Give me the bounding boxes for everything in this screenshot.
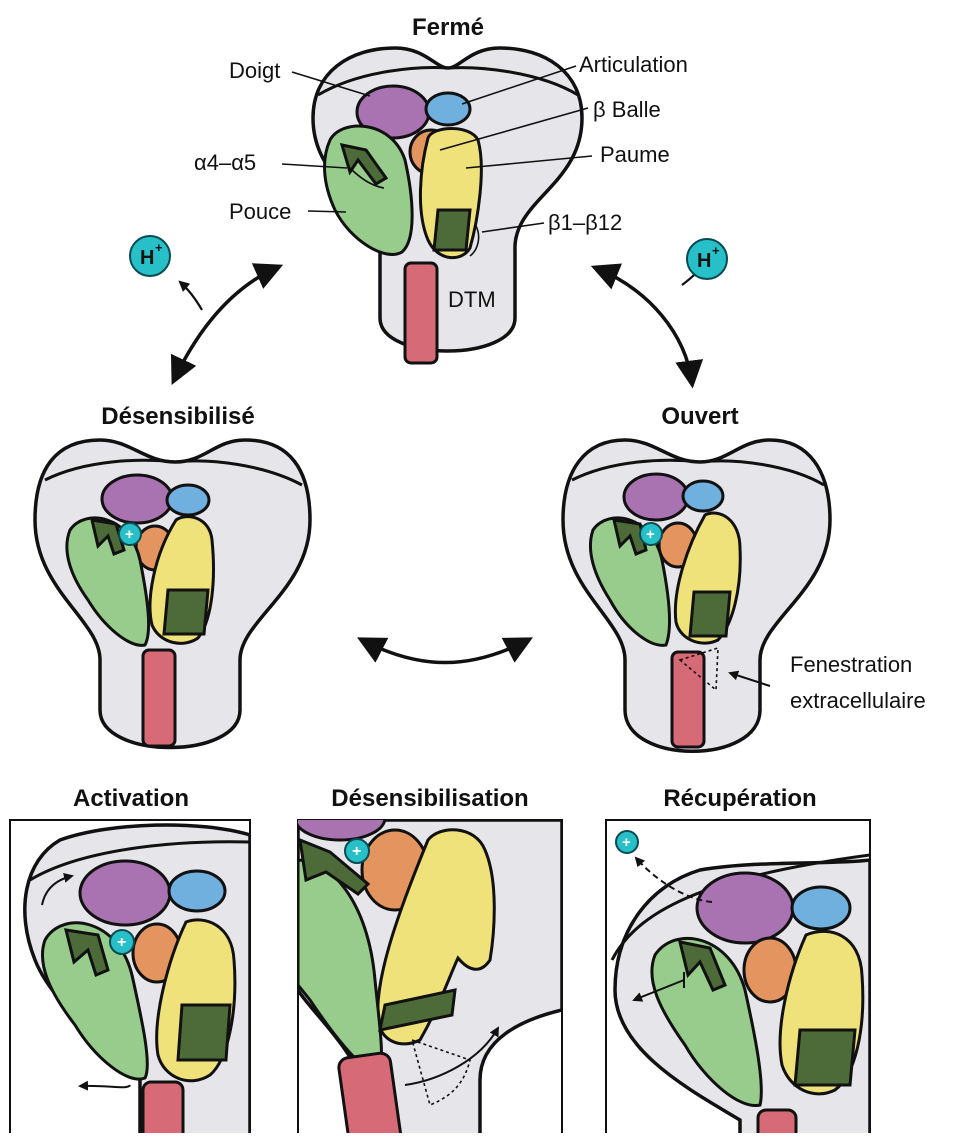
recovery-finger-domain [697, 873, 793, 943]
activation-tm-domain [143, 1082, 183, 1133]
proton-left: H + [130, 236, 170, 276]
desensitized-knuckle-domain [167, 485, 209, 515]
closed-thumb-domain [325, 126, 413, 254]
closed-desensitized-arrow [174, 267, 278, 380]
tm-label: DTM [448, 287, 496, 312]
open-beta-sheet [690, 592, 730, 636]
recovery-knuckle-domain [792, 887, 850, 929]
closed-knuckle-domain [426, 93, 470, 125]
proton-right: H + [687, 239, 727, 279]
desensitization-proton-plus: + [352, 843, 361, 860]
open-proton-plus: + [646, 526, 655, 543]
palm-label: Paume [600, 142, 670, 167]
activation-panel: Activation + [10, 785, 250, 1133]
desensitized-tm-domain [143, 650, 175, 746]
closed-beta-sheet [434, 210, 470, 250]
thumb-label: Pouce [229, 199, 291, 224]
recovery-panel: Récupération + [606, 785, 870, 1133]
proton-charge-left: + [155, 240, 163, 255]
closed-state: Fermé DTM [313, 14, 582, 363]
activation-knuckle-domain [169, 871, 225, 911]
desensitized-proton-plus: + [125, 526, 134, 543]
fenestration-label: Fenestration extracellulaire [790, 652, 926, 713]
proton-symbol-right: H [697, 250, 711, 272]
closed-open-arrow [596, 268, 692, 383]
proton-release-arrow [180, 282, 202, 310]
open-tm-domain [672, 652, 704, 747]
recovery-proton-plus: + [622, 834, 631, 851]
desensitized-beta-sheet [164, 590, 208, 634]
proton-charge-right: + [712, 243, 720, 258]
open-knuckle-domain [683, 481, 723, 511]
open-finger-domain [624, 474, 688, 520]
activation-finger-domain [80, 861, 170, 925]
activation-beta-sheet [178, 1005, 230, 1060]
fenestration-label-line-1: Fenestration [790, 652, 912, 677]
open-desensitized-arrow [362, 640, 528, 663]
desensitized-finger-domain [102, 475, 172, 523]
desensitization-panel-title: Désensibilisation [331, 785, 528, 812]
closed-tm-domain [405, 263, 437, 363]
desensitized-state-title: Désensibilisé [101, 403, 254, 430]
closed-state-title: Fermé [412, 14, 484, 41]
desensitized-state: Désensibilisé + [35, 403, 310, 748]
recovery-tm-domain [758, 1110, 796, 1133]
thumb-leader [308, 211, 346, 212]
activation-proton-plus: + [117, 934, 126, 951]
fenestration-label-line-2: extracellulaire [790, 688, 926, 713]
recovery-beta-sheet [795, 1030, 855, 1085]
finger-label: Doigt [229, 58, 280, 83]
recovery-panel-title: Récupération [663, 785, 816, 812]
open-state-title: Ouvert [661, 403, 738, 430]
activation-panel-title: Activation [73, 785, 189, 812]
strands-label: β1–β12 [548, 210, 622, 235]
ball-label: β Balle [593, 97, 661, 122]
knuckle-label: Articulation [579, 52, 688, 77]
proton-symbol-left: H [140, 247, 154, 269]
helices-label: α4–α5 [194, 150, 256, 175]
desensitization-panel: Désensibilisation + [295, 785, 562, 1133]
